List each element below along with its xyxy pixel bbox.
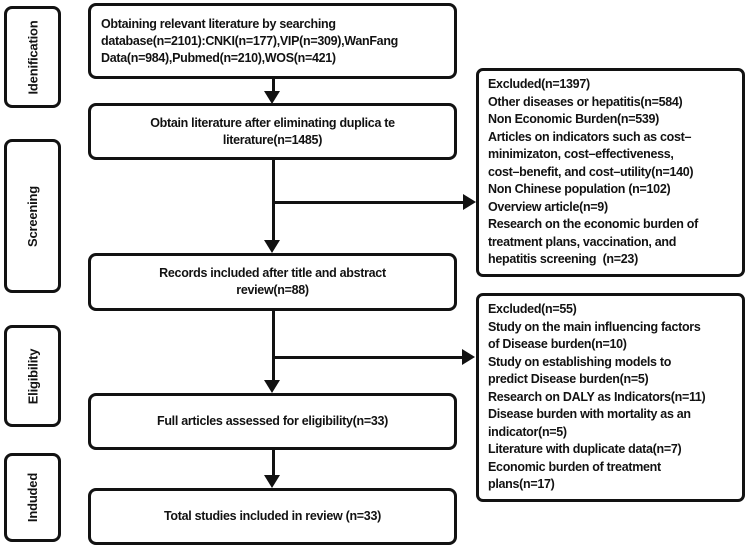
stage-label-included: Induded <box>25 472 40 523</box>
stage-label-eligibility: Eligibility <box>25 348 40 404</box>
arrow-line-search-to-dedup <box>272 79 275 92</box>
exclusion-item: Excluded(n=1397) <box>488 77 590 91</box>
branch-line-to-excluded-55 <box>272 356 462 359</box>
exclusion-item: Study on the main influencing factors of… <box>488 319 701 352</box>
exclusion-item: Disease burden with mortality as an indi… <box>488 407 691 439</box>
arrow-down-icon <box>264 380 280 393</box>
arrow-line-fulltext-to-included <box>272 450 275 476</box>
exclusion-item: Research on DALY as Indicators(n=11) <box>488 389 706 404</box>
flow-box-search: Obtaining relevant literature by searchi… <box>88 3 457 79</box>
stage-box-included: Induded <box>4 453 61 542</box>
arrow-down-icon <box>264 91 280 104</box>
flow-box-search-text: Obtaining relevant literature by searchi… <box>101 16 398 65</box>
exclusion-item: Research on the economic burden of treat… <box>488 217 698 266</box>
branch-line-to-excluded-1397 <box>272 201 463 204</box>
exclusion-item: Literature with duplicate data(n=7) <box>488 442 682 456</box>
flow-box-total-included-text: Total studies included in review (n=33) <box>164 509 381 523</box>
stage-box-screening: Screening <box>4 139 61 293</box>
exclusion-box-eligibility: Excluded(n=55) Study on the main influen… <box>476 293 745 502</box>
exclusion-item: Other diseases or hepatitis(n=584) <box>488 94 683 109</box>
flow-box-full-text-eligibility: Full articles assessed for eligibility(n… <box>88 393 457 450</box>
flow-box-title-abstract-review-text: Records included after title and abstrac… <box>159 266 386 297</box>
arrow-line-dedup-to-review <box>272 160 275 241</box>
exclusion-box-screening: Excluded(n=1397) Other diseases or hepat… <box>476 68 745 277</box>
flow-box-total-included: Total studies included in review (n=33) <box>88 488 457 545</box>
flow-box-deduplicated: Obtain literature after eliminating dupl… <box>88 103 457 160</box>
arrow-line-review-to-fulltext <box>272 311 275 381</box>
flow-box-title-abstract-review: Records included after title and abstrac… <box>88 253 457 311</box>
arrow-down-icon <box>264 240 280 253</box>
stage-box-eligibility: Eligibility <box>4 325 61 427</box>
stage-box-identification: Idenification <box>4 6 61 108</box>
stage-label-identification: Idenification <box>25 20 40 94</box>
exclusion-item: Study on establishing models to predict … <box>488 354 672 387</box>
stage-label-screening: Screening <box>25 185 40 247</box>
exclusion-item: Excluded(n=55) <box>488 302 577 316</box>
arrow-right-icon <box>463 194 476 210</box>
exclusion-item: Non Economic Burden(n=539) <box>488 112 660 126</box>
flow-box-full-text-eligibility-text: Full articles assessed for eligibility(n… <box>157 414 388 428</box>
arrow-right-icon <box>462 349 475 365</box>
arrow-down-icon <box>264 475 280 488</box>
flow-box-deduplicated-text: Obtain literature after eliminating dupl… <box>150 115 395 147</box>
exclusion-item: Overview article(n=9) <box>488 199 608 214</box>
exclusion-item: Non Chinese population (n=102) <box>488 182 671 196</box>
exclusion-item: Articles on indicators such as cost– min… <box>488 129 694 179</box>
exclusion-item: Economic burden of treatment plans(n=17) <box>488 459 661 492</box>
